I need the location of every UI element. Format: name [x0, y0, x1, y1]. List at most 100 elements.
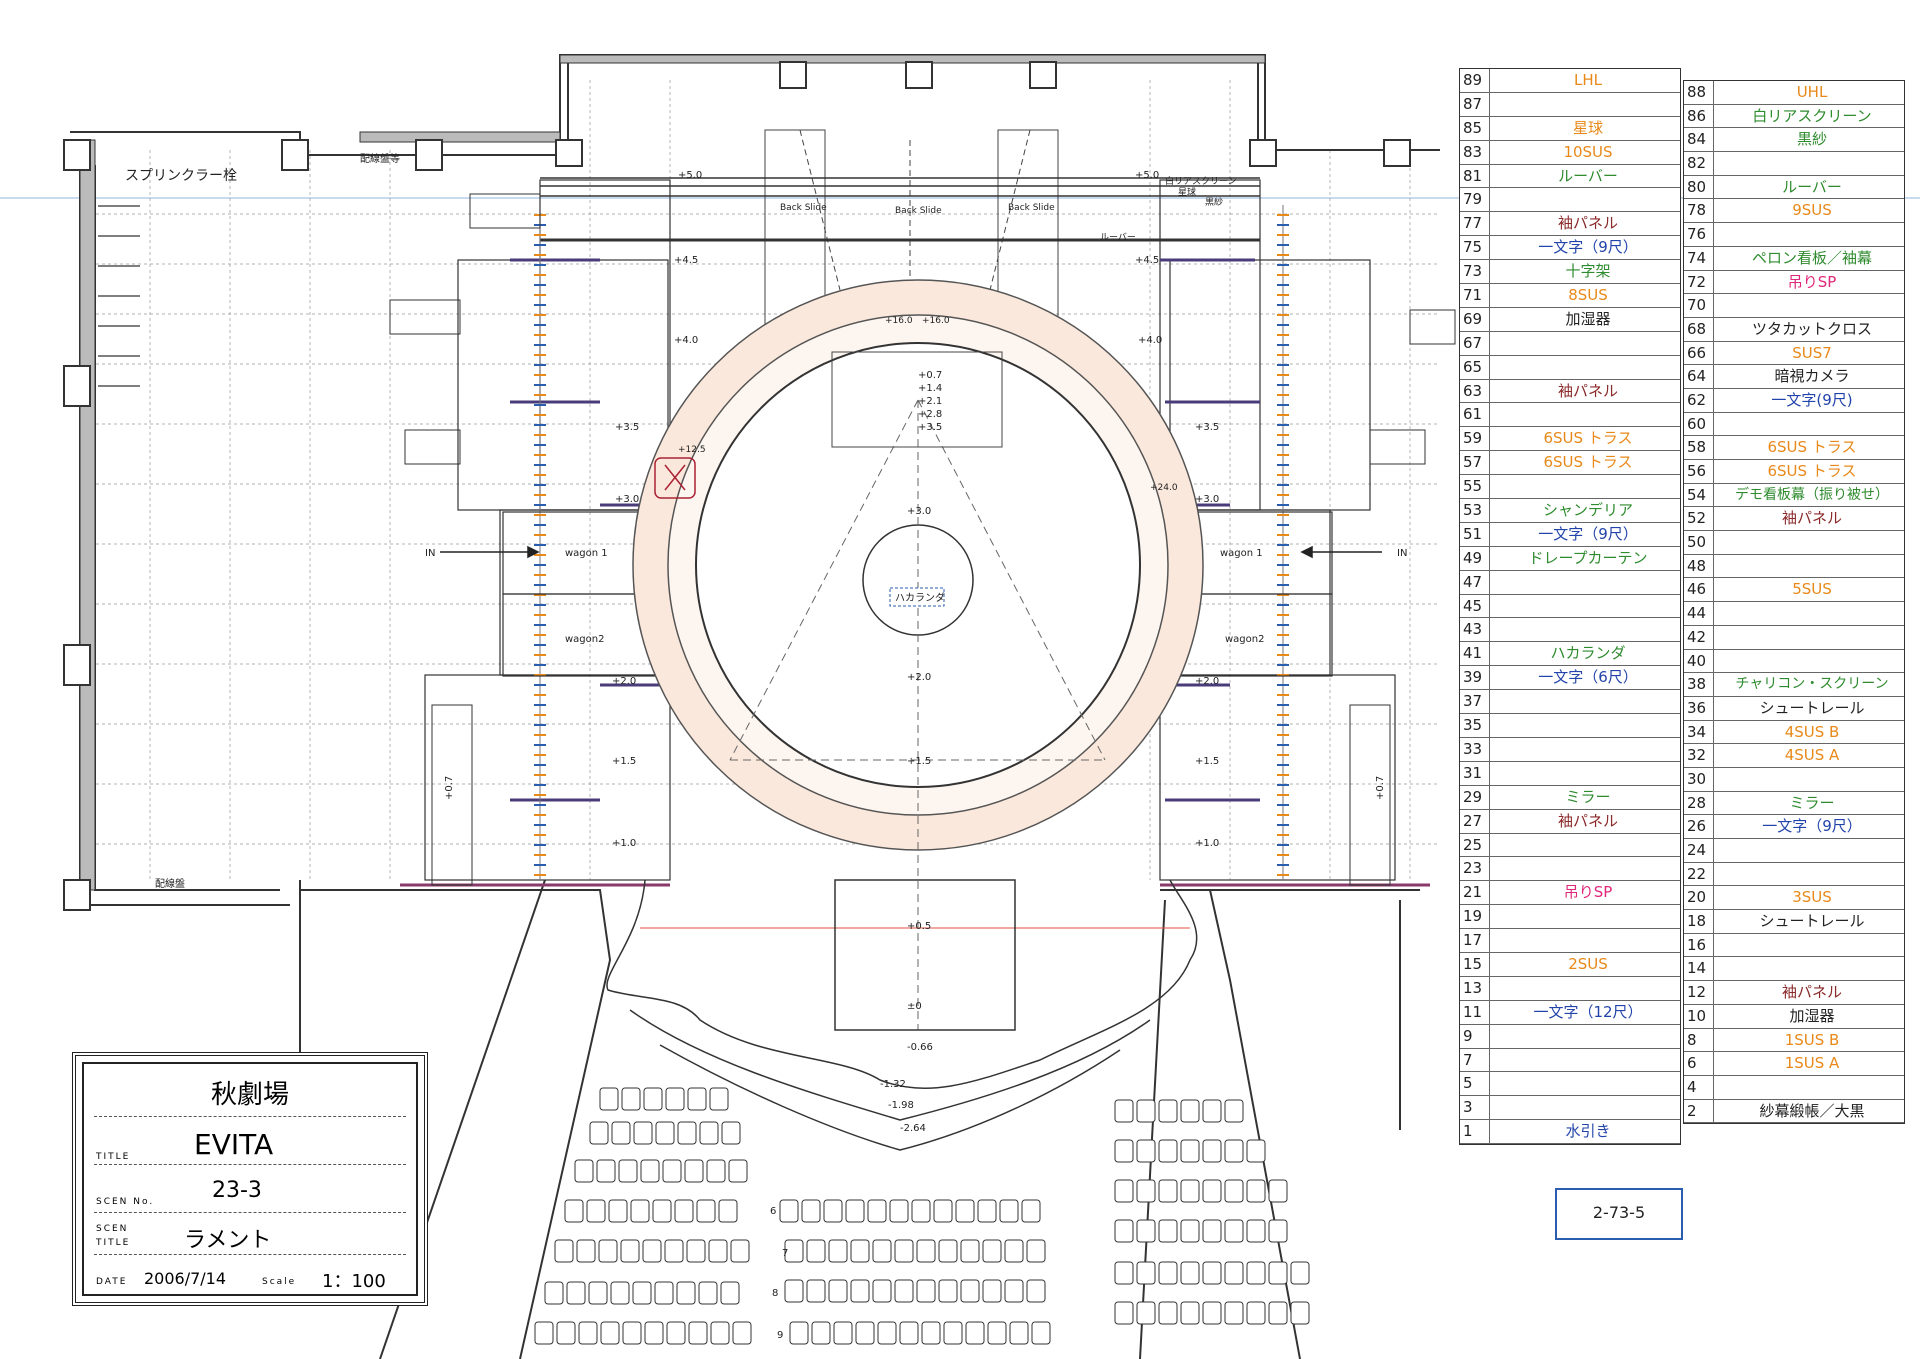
level-plus35-right: +3.5 — [1195, 422, 1219, 433]
level-plus125: +12.5 — [678, 445, 706, 455]
seat — [872, 1239, 892, 1263]
seat — [586, 1199, 606, 1223]
cue-number: 71 — [1460, 284, 1490, 307]
scale-key: Scale — [262, 1277, 297, 1287]
seat — [706, 1159, 726, 1183]
seat — [1180, 1301, 1200, 1325]
cue-label — [1720, 934, 1904, 957]
cue-number: 1 — [1460, 1120, 1490, 1144]
cue-number: 22 — [1684, 862, 1714, 886]
cue-label: 加湿器 — [1789, 1006, 1835, 1025]
cue-label: ツタカットクロス — [1751, 319, 1872, 338]
cue-row-3: 3 — [1460, 1096, 1680, 1121]
seat — [960, 1279, 980, 1303]
wagon1-left: wagon 1 — [565, 548, 608, 559]
cue-label — [1496, 475, 1680, 498]
cue-number: 6 — [1684, 1052, 1714, 1075]
seat — [867, 1199, 887, 1223]
seat — [784, 1239, 804, 1263]
cue-number: 69 — [1460, 307, 1490, 331]
step-p14: +1.4 — [918, 383, 942, 394]
cue-label: 袖パネル — [1557, 214, 1618, 233]
step-p07-left: +0.7 — [444, 776, 455, 800]
level-plus10-right: +1.0 — [1195, 838, 1219, 849]
seat — [1026, 1239, 1046, 1263]
seat — [1224, 1179, 1244, 1203]
cue-label — [1720, 152, 1904, 175]
cue-number: 30 — [1684, 767, 1714, 791]
star-label: 星球 — [1178, 186, 1196, 198]
cue-label: ドレープカーテン — [1528, 548, 1648, 567]
cue-label: 一文字（9尺） — [1538, 238, 1638, 257]
seat — [611, 1121, 631, 1145]
seat — [1158, 1261, 1178, 1285]
level-plus20-right: +2.0 — [1195, 676, 1219, 687]
seat — [699, 1121, 719, 1145]
seat — [1202, 1261, 1222, 1285]
cue-number: 45 — [1460, 594, 1490, 618]
seat — [916, 1239, 936, 1263]
seat — [1158, 1139, 1178, 1163]
tick-rails — [539, 205, 1284, 880]
cue-label: 6SUS トラス — [1767, 462, 1857, 480]
seat — [850, 1279, 870, 1303]
seat — [938, 1279, 958, 1303]
level-m198: -1.98 — [888, 1100, 914, 1111]
seat — [608, 1199, 628, 1223]
cue-label: 一文字（9尺） — [1762, 817, 1862, 836]
in-arrows — [440, 545, 1382, 559]
seat — [1202, 1219, 1222, 1243]
seat — [1246, 1219, 1266, 1243]
cue-row-19: 19 — [1460, 905, 1680, 930]
cue-number: 31 — [1460, 761, 1490, 785]
seat — [1180, 1179, 1200, 1203]
seat — [709, 1087, 729, 1111]
seat — [1026, 1279, 1046, 1303]
seat — [1031, 1321, 1051, 1345]
cue-label: シュートレール — [1759, 912, 1865, 931]
document-number: 2-73-5 — [1555, 1188, 1683, 1240]
seat — [1158, 1219, 1178, 1243]
seat — [730, 1239, 750, 1263]
level-plus05: +0.5 — [907, 921, 931, 932]
level-plus20-center: +2.0 — [907, 672, 931, 683]
seat — [644, 1321, 664, 1345]
cue-row-50: 50 — [1684, 531, 1904, 555]
seat — [652, 1199, 672, 1223]
level-plus5-left: +5.0 — [678, 170, 702, 181]
seat — [599, 1087, 619, 1111]
cue-row-13: 13 — [1460, 976, 1680, 1001]
seat — [676, 1281, 696, 1305]
cue-label — [1496, 618, 1680, 641]
seat — [554, 1239, 574, 1263]
seat — [921, 1321, 941, 1345]
seat — [732, 1321, 752, 1345]
seat — [889, 1199, 909, 1223]
seat — [1246, 1139, 1266, 1163]
cue-number: 70 — [1684, 294, 1714, 317]
cue-number: 46 — [1684, 578, 1714, 602]
scene-number: 23-3 — [212, 1178, 262, 1203]
cue-number: 77 — [1460, 212, 1490, 236]
seat — [987, 1321, 1007, 1345]
seat — [728, 1159, 748, 1183]
cue-label — [1496, 738, 1680, 761]
seat — [688, 1321, 708, 1345]
cue-label: 暗視カメラ — [1774, 367, 1850, 386]
level-plus30-left: +3.0 — [615, 494, 639, 505]
cue-number: 64 — [1684, 365, 1714, 388]
cue-number: 62 — [1684, 388, 1714, 412]
cue-number: 75 — [1460, 236, 1490, 260]
seat — [718, 1199, 738, 1223]
seat — [855, 1321, 875, 1345]
